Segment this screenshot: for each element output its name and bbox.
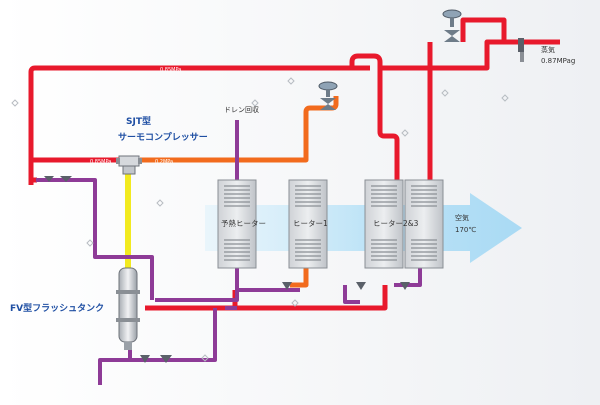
mid-pressure-pipes xyxy=(140,96,339,288)
steam-title: 蒸気 xyxy=(541,45,555,54)
inlet-separator xyxy=(518,38,524,62)
trap-heater1 xyxy=(282,282,292,290)
trap-tank-1 xyxy=(140,355,150,363)
control-valve-heater1 xyxy=(318,81,338,110)
trap-1 xyxy=(44,176,54,182)
pressure-tag-top: 0.85MPa xyxy=(160,67,181,73)
flow-markers xyxy=(11,77,509,362)
air-title: 空気 xyxy=(455,213,469,222)
flash-tank xyxy=(116,267,140,350)
compressor-label-line1: SJT型 xyxy=(126,115,151,127)
trap-heater2 xyxy=(356,282,366,290)
pressure-tag-mid-right: 0.2MPa xyxy=(155,159,173,165)
heater-label-preheat: 予熱ヒーター xyxy=(221,218,266,228)
thermocompressor xyxy=(116,155,142,175)
air-temp: 170℃ xyxy=(455,226,476,234)
steam-pressure: 0.87MPag xyxy=(541,57,575,65)
trap-tank-2 xyxy=(160,355,172,363)
heater-2 xyxy=(364,179,404,269)
heater-3 xyxy=(404,179,444,269)
control-valve-top xyxy=(442,9,462,42)
trap-2 xyxy=(60,176,72,182)
drain-recovery-label: ドレン回収 xyxy=(224,106,259,114)
steam-traps xyxy=(44,176,410,363)
compressor-label-line2: サーモコンプレッサー xyxy=(118,131,208,143)
heater-preheat xyxy=(217,179,257,269)
pressure-tag-mid-left: 0.85MPa xyxy=(90,159,111,165)
flash-tank-label: FV型フラッシュタンク xyxy=(10,302,104,314)
heater-1 xyxy=(288,179,328,269)
trap-heater3 xyxy=(400,282,410,290)
heater-label-1: ヒーター1 xyxy=(293,219,328,228)
heater-label-2-3: ヒーター2&3 xyxy=(373,219,419,228)
